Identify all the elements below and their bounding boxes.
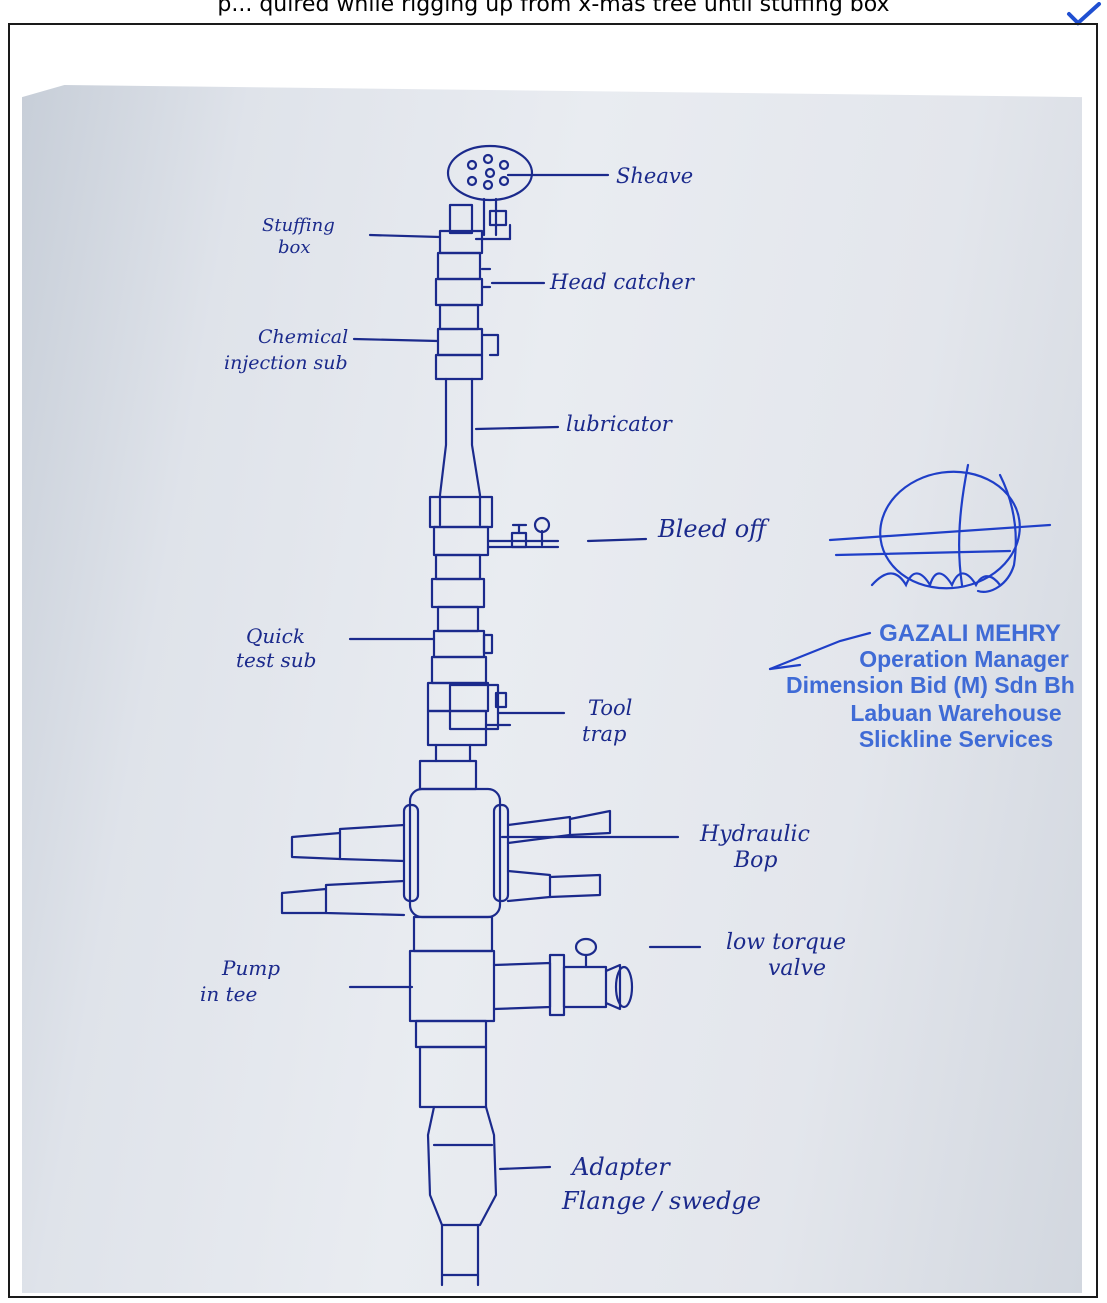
label-low-torque-valve: low torque	[726, 930, 846, 955]
stamp-service: Slickline Services	[859, 726, 1053, 752]
quick-test-sub-component	[430, 629, 494, 685]
sketch-photo	[22, 85, 1082, 1293]
label-pump-in-tee-2: in tee	[200, 982, 257, 1006]
label-stuffing-box-2: box	[278, 237, 311, 258]
label-hydraulic-bop: Hydraulic	[699, 822, 810, 847]
stamp-company: Dimension Bid (M) Sdn Bh	[786, 672, 1075, 698]
label-quick-test-sub: Quick	[246, 624, 305, 648]
chemical-injection-sub-component	[434, 327, 500, 381]
head-catcher-component	[434, 251, 492, 331]
label-stuffing-box: Stuffing	[262, 215, 335, 236]
document-caption: p... quired while rigging up from x-mas …	[217, 0, 890, 17]
stamp-title: Operation Manager	[859, 646, 1069, 672]
label-low-torque-valve-2: valve	[768, 956, 826, 981]
label-adapter-2: Flange / swedge	[561, 1187, 761, 1215]
rig-up-diagram: Sheave Stuffing box Head catcher Chemica…	[200, 144, 1075, 1287]
label-lubricator: lubricator	[566, 412, 674, 436]
bleed-off-valve-icon	[432, 516, 560, 557]
label-head-catcher: Head catcher	[549, 270, 696, 294]
stamp-location: Labuan Warehouse	[850, 700, 1061, 726]
label-hydraulic-bop-2: Bop	[733, 848, 778, 873]
label-sheave: Sheave	[616, 164, 693, 188]
leader-lines	[348, 173, 702, 1171]
label-chemical-injection-2: injection sub	[224, 352, 348, 374]
label-tool-trap-2: trap	[582, 722, 626, 746]
signature-icon	[768, 463, 1052, 671]
lubricator-component	[428, 377, 494, 529]
hydraulic-bop-component	[280, 787, 612, 919]
stuffing-box-component	[438, 203, 512, 255]
label-bleed-off: Bleed off	[657, 515, 770, 543]
approval-stamp: GAZALI MEHRY Operation Manager Dimension…	[786, 620, 1075, 752]
document-frame: Sheave Stuffing box Head catcher Chemica…	[8, 23, 1098, 1298]
label-chemical-injection: Chemical	[258, 326, 348, 348]
stamp-name: GAZALI MEHRY	[879, 620, 1061, 647]
label-quick-test-sub-2: test sub	[236, 648, 316, 672]
tool-trap-component	[426, 681, 512, 747]
adapter-flange-component	[426, 1105, 498, 1227]
low-torque-valve-icon	[562, 937, 634, 1011]
sheave-icon	[446, 144, 534, 237]
pump-in-tee-component	[408, 915, 566, 1023]
label-adapter: Adapter	[570, 1153, 671, 1181]
label-pump-in-tee: Pump	[221, 956, 280, 980]
label-tool-trap: Tool	[588, 696, 632, 720]
